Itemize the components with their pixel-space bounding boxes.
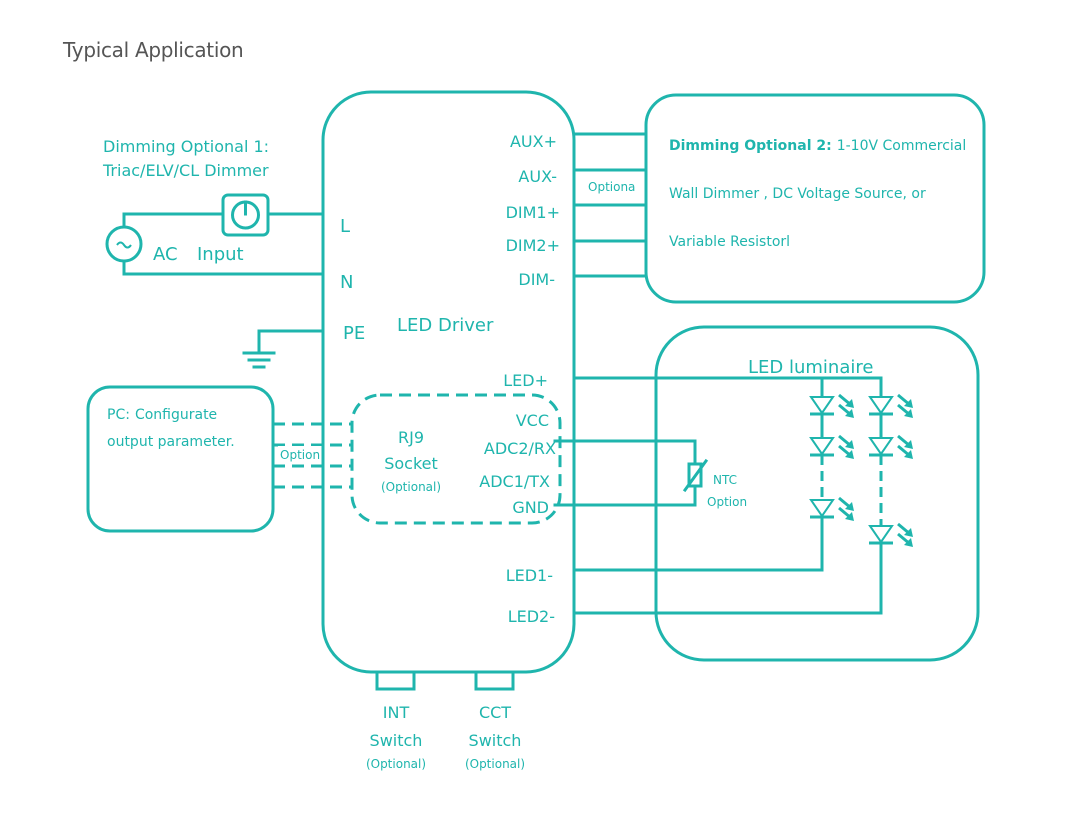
ntc-label: NTC [713, 473, 737, 487]
wire-n [122, 259, 325, 276]
wire-led2-minus [572, 558, 883, 615]
rj9-note: (Optional) [381, 480, 441, 494]
led-diode-icon [868, 434, 913, 459]
int-switch-label: Switch [370, 731, 423, 750]
terminal-adc1-tx: ADC1/TX [479, 472, 550, 491]
thermistor-icon [682, 458, 709, 493]
rj9-socket-box [350, 393, 562, 525]
pc-wire-label-bg [278, 446, 322, 462]
cct-switch-label: Switch [469, 731, 522, 750]
int-switch-note: (Optional) [366, 757, 426, 771]
terminal-n: N [340, 272, 353, 293]
led-diode-icon [809, 393, 854, 418]
terminal-dim1-plus: DIM1+ [506, 203, 560, 222]
dimming2-box [644, 93, 986, 304]
rj9-label-1: RJ9 [398, 428, 424, 447]
led-diode-icon [868, 522, 913, 547]
pc-text-1: PC: Configurate [107, 407, 217, 423]
wire-l-source [122, 212, 225, 229]
dimming2-text-1: Dimming Optional 2: 1-10V Commercial [669, 138, 966, 154]
dimming2-heading: Dimming Optional 2: [669, 138, 832, 154]
terminal-led-plus: LED+ [503, 371, 548, 390]
led-driver-box [321, 90, 576, 674]
int-switch-icon[interactable] [375, 670, 416, 691]
terminal-aux-minus: AUX- [518, 167, 557, 186]
ac-source-icon [105, 225, 143, 263]
luminaire-title: LED luminaire [748, 357, 873, 378]
terminal-adc2-rx: ADC2/RX [484, 439, 556, 458]
pc-line-1: Configurate [135, 407, 217, 423]
terminal-vcc: VCC [516, 411, 549, 430]
pc-line-2: output parameter. [107, 434, 235, 450]
dimmer-knob-icon [221, 193, 270, 237]
dim-wires [572, 132, 648, 278]
terminal-dim2-plus: DIM2+ [506, 236, 560, 255]
pc-heading: PC: [107, 407, 130, 423]
terminal-led1-minus: LED1- [506, 566, 553, 585]
dimming2-line-3: Variable Resistorl [669, 234, 790, 250]
rj9-label-2: Socket [384, 454, 438, 473]
wire-ntc-bottom [553, 484, 697, 507]
ac-input-label: Input [197, 244, 244, 265]
driver-title: LED Driver [397, 315, 494, 336]
dim-wire-label: Optiona [588, 180, 635, 194]
terminal-dim-minus: DIM- [518, 270, 555, 289]
dimming1-heading: Dimming Optional 1: [103, 137, 269, 156]
led-luminaire-box [654, 325, 980, 662]
dimming1-subtitle: Triac/ELV/CL Dimmer [102, 161, 269, 180]
led-strings [809, 378, 913, 565]
int-switch-name: INT [383, 703, 410, 722]
dimming2-line-2: Wall Dimmer , DC Voltage Source, or [669, 186, 926, 202]
wire-led1-minus [572, 538, 824, 572]
wire-ntc-top [553, 439, 697, 466]
terminal-led2-minus: LED2- [508, 607, 555, 626]
cct-switch-name: CCT [479, 703, 511, 722]
ac-label: AC [153, 244, 178, 265]
dimming2-line-1: 1-10V Commercial [837, 138, 967, 154]
cct-switch-icon[interactable] [474, 670, 515, 691]
page-title: Typical Application [63, 38, 244, 62]
terminal-l: L [340, 216, 350, 237]
pc-dashed-wires [273, 422, 352, 489]
led-diode-icon [809, 434, 854, 459]
terminal-pe: PE [343, 323, 365, 344]
ntc-note: Option [707, 495, 747, 509]
led-diode-icon [809, 496, 854, 521]
terminal-gnd: GND [512, 498, 549, 517]
terminal-aux-plus: AUX+ [510, 132, 557, 151]
ground-icon [242, 329, 325, 369]
led-diode-icon [868, 393, 913, 418]
pc-box [86, 385, 275, 533]
pc-wire-label: Option [280, 448, 320, 462]
cct-switch-note: (Optional) [465, 757, 525, 771]
